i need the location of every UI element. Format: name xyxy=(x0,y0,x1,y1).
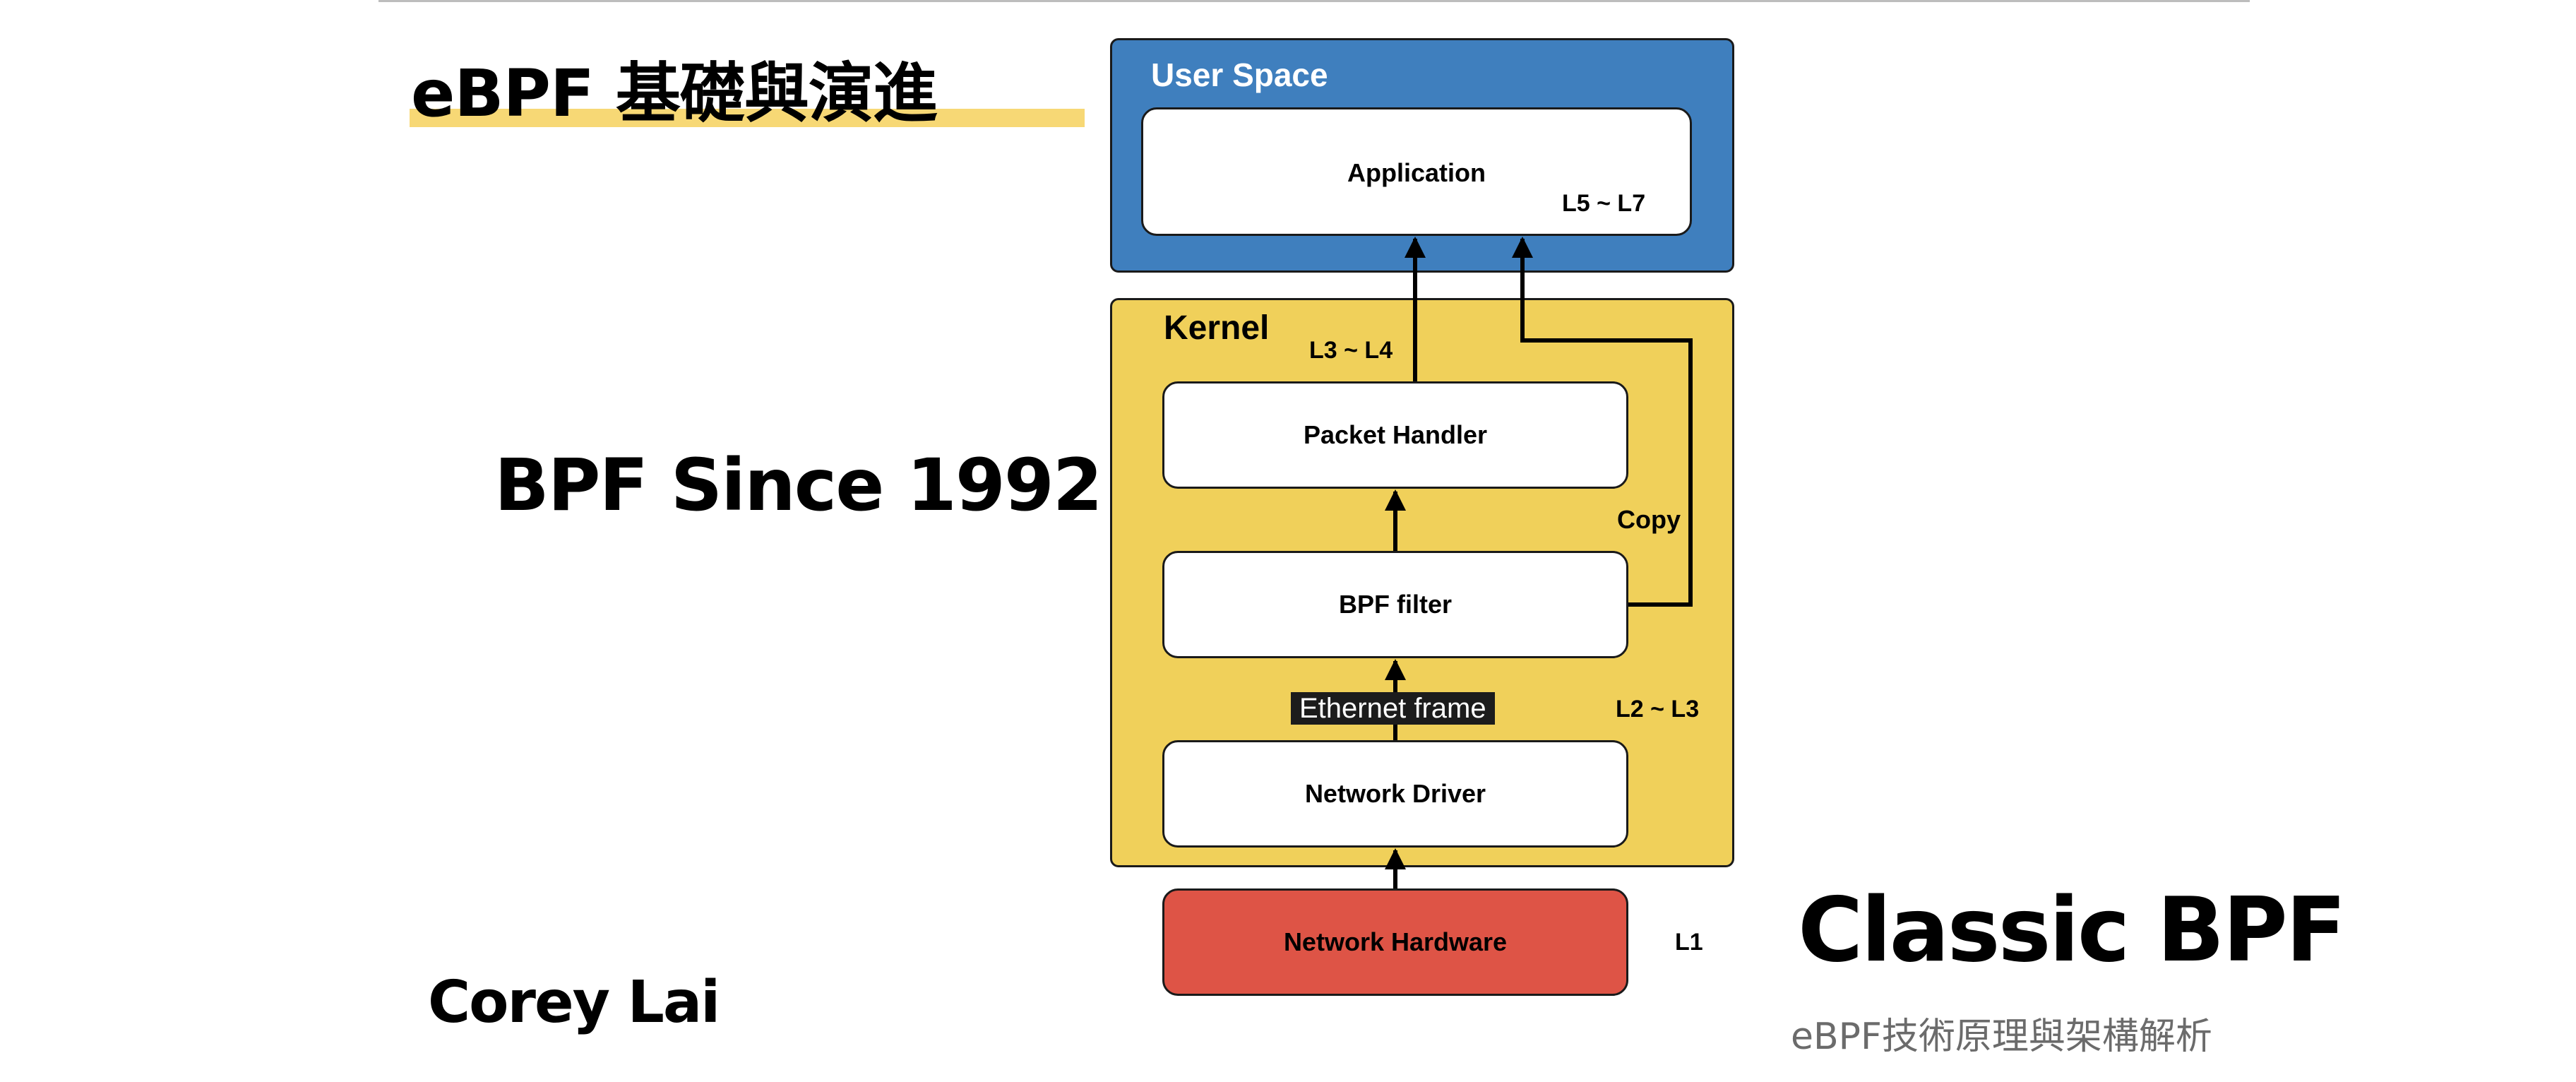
bpf-filter-box: BPF filter xyxy=(1162,551,1628,658)
kernel-label: Kernel xyxy=(1164,309,1270,347)
application-box: Application xyxy=(1141,107,1692,236)
copy-label: Copy xyxy=(1617,505,1681,534)
bpf-filter-label: BPF filter xyxy=(1338,590,1452,619)
packet-handler-layer-label: L3 ~ L4 xyxy=(1309,337,1393,364)
author-name: Corey Lai xyxy=(428,969,720,1036)
packet-handler-box: Packet Handler xyxy=(1162,381,1628,489)
slide-title: eBPF 基礎與演進 xyxy=(411,56,938,131)
hardware-layer-label: L1 xyxy=(1675,929,1703,956)
application-label: Application xyxy=(1347,158,1486,187)
driver-layer-label: L2 ~ L3 xyxy=(1616,696,1700,723)
slide-subtitle: eBPF技術原理與架構解析 xyxy=(1791,1016,2212,1058)
top-divider xyxy=(378,0,2250,2)
network-driver-label: Network Driver xyxy=(1304,779,1486,808)
application-layer-label: L5 ~ L7 xyxy=(1562,190,1646,217)
user-space-label: User Space xyxy=(1151,57,1328,93)
network-hardware-box: Network Hardware xyxy=(1162,888,1628,996)
network-driver-box: Network Driver xyxy=(1162,740,1628,848)
headline: BPF Since 1992 xyxy=(494,444,1103,528)
title-highlight xyxy=(410,109,1085,127)
ethernet-frame-label: Ethernet frame xyxy=(1291,692,1495,725)
network-hardware-label: Network Hardware xyxy=(1283,927,1508,956)
section-title: Classic BPF xyxy=(1798,878,2347,982)
packet-handler-label: Packet Handler xyxy=(1303,420,1488,449)
